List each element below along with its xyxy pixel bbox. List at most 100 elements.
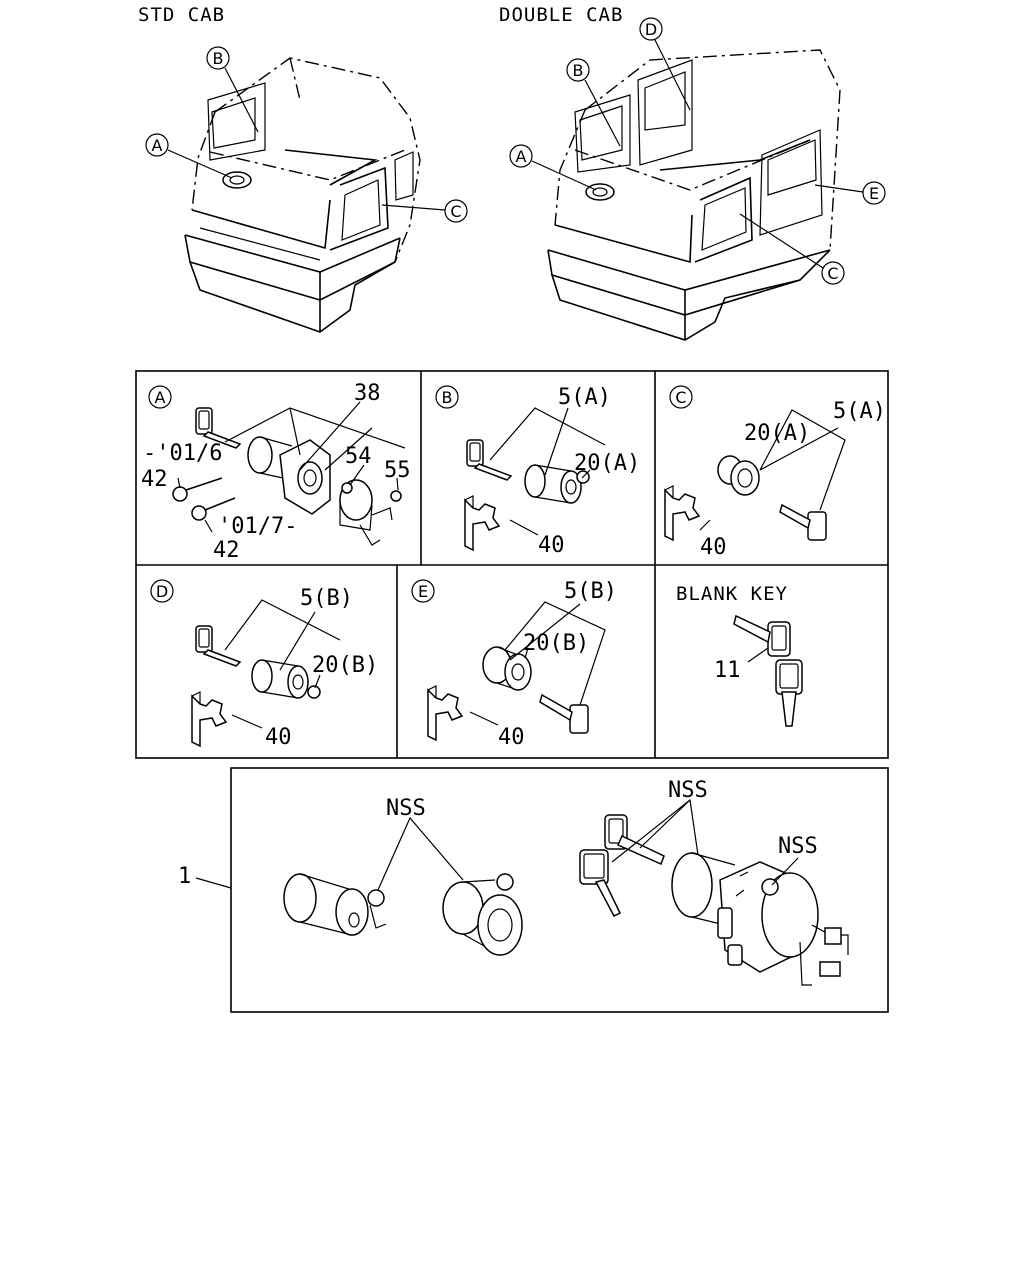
svg-text:C: C [450,202,461,221]
label-date-after: '01/7- [218,514,297,539]
panel-d-key [195,625,241,667]
panel-b-leaders [489,407,606,536]
double-circle-b: B [566,58,590,82]
leader-e [814,184,864,193]
leader-c2 [739,213,824,269]
label-42-bottom: 42 [213,538,240,563]
panel-e-circle: E [411,579,435,603]
svg-text:E: E [869,184,879,203]
panel-a-leaders [299,401,399,491]
leader-b2 [584,79,621,147]
svg-text:A: A [152,136,163,155]
panel-a-ignition-housing [279,439,331,515]
panel-c-key [779,503,827,541]
assembly-cylinder-left [283,873,387,936]
label-38: 38 [354,381,381,406]
svg-text:A: A [155,388,166,407]
label-e-20b: 20(B) [523,631,589,656]
label-nss-right: NSS [778,834,818,859]
panel-c-circle: C [669,385,693,409]
label-c-20a: 20(A) [744,421,810,446]
std-circle-c: C [444,199,468,223]
label-b-20a: 20(A) [574,451,640,476]
double-cab-illustration [547,49,841,341]
svg-text:A: A [516,147,527,166]
assembly-ignition-switch [671,852,849,986]
double-circle-c: C [821,261,845,285]
panel-a-bracket-38 [224,407,406,456]
label-e-40: 40 [498,725,525,750]
label-b-5a: 5(A) [558,385,611,410]
std-circle-a: A [145,133,169,157]
blank-key-a [733,614,791,657]
assembly-cylinder-middle [442,873,523,956]
panel-d: D 5(B) 20(B) 40 [150,579,378,750]
leader-d [654,39,691,111]
panel-b: B 5(A) 20(A) 40 [435,385,640,558]
std-cab-illustration [184,57,421,333]
svg-text:D: D [156,582,168,601]
panel-e: E 5(B) 20(B) 40 [411,579,617,750]
assembly-keys [579,814,665,917]
panel-d-pin [307,685,321,699]
leader-a [167,149,233,179]
panel-d-clip [191,691,227,747]
panel-e-key [539,693,589,734]
panel-e-clip [427,685,463,741]
label-11: 11 [714,658,741,683]
panel-a: A 38 -'01/6 42 [141,381,411,563]
panel-d-cylinder [251,659,309,699]
label-e-5b: 5(B) [564,579,617,604]
double-circle-e: E [862,181,886,205]
label-nss-left: NSS [386,796,426,821]
panel-d-leaders [224,599,341,729]
assembly-frame [230,767,889,1013]
panel-a-screw-upper [172,477,223,502]
panel-a-leaders-42 [177,477,213,533]
double-circle-a: A [509,144,533,168]
blank-key-leader [747,647,769,663]
blank-key-b [775,659,803,727]
nss-left-leaders [377,816,464,891]
panel-a-screw-lower [191,497,236,521]
panel-a-cylinder [247,436,293,481]
blank-key-header: BLANK KEY [676,583,788,605]
label-54: 54 [345,444,372,469]
double-circle-d: D [639,17,663,41]
svg-text:E: E [418,582,428,601]
panel-b-clip [464,495,500,551]
svg-text:C: C [827,264,838,283]
panel-c: C 5(A) 20(A) 40 [664,385,886,560]
svg-text:B: B [213,49,224,68]
label-42-top: 42 [141,467,168,492]
label-d-5b: 5(B) [300,586,353,611]
panel-c-clip [664,485,700,541]
leader-a2 [531,160,597,191]
leader-c [381,204,446,211]
nss-keys-leaders [611,798,699,863]
panel-e-leaders [469,601,606,726]
label-d-40: 40 [265,725,292,750]
panel-a-circle: A [148,385,172,409]
panel-a-ring-54 [341,482,353,494]
label-nss-keys: NSS [668,778,708,803]
leader-b [224,67,259,133]
label-d-20b: 20(B) [312,653,378,678]
panel-b-cylinder [524,464,582,504]
label-c-40: 40 [700,535,727,560]
assembly-leader-1 [195,877,232,889]
panel-c-cylinder [717,455,760,496]
label-55: 55 [384,458,411,483]
panel-e-cylinder [482,646,532,691]
panel-b-key [466,439,512,481]
label-b-40: 40 [538,533,565,558]
label-date-before: -'01/6 [143,441,222,466]
panel-c-leaders [699,409,846,531]
nss-right-leader [771,857,799,886]
label-1: 1 [178,864,191,889]
svg-text:B: B [442,388,453,407]
panel-b-circle: B [435,385,459,409]
label-c-5a: 5(A) [833,399,886,424]
svg-text:B: B [573,61,584,80]
